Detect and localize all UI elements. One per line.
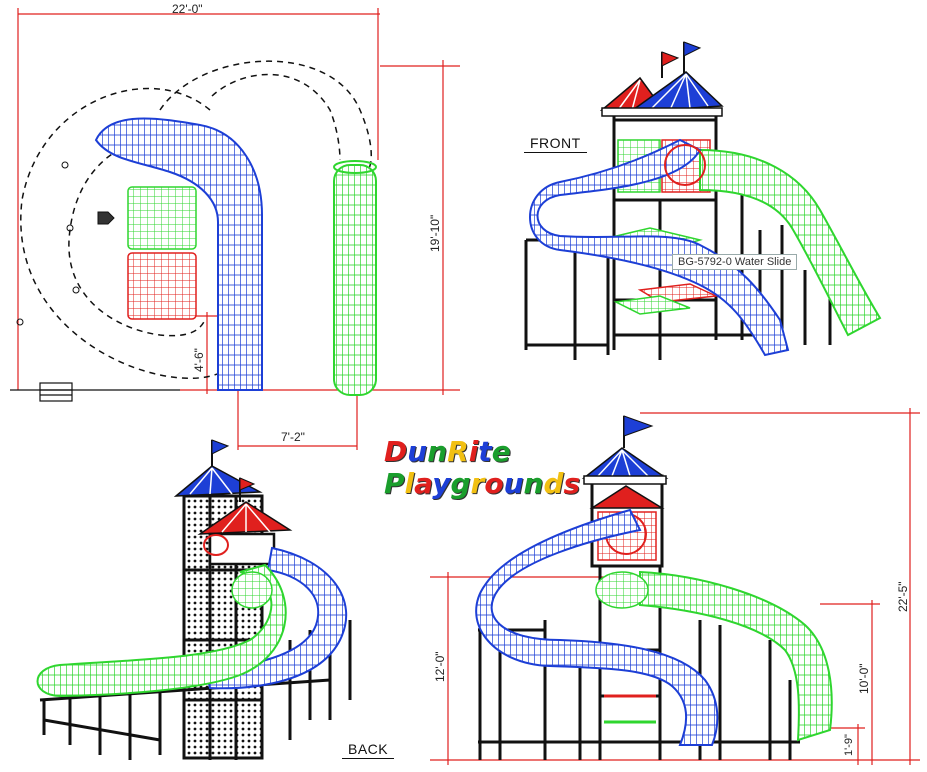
front-blue-slide xyxy=(529,138,790,357)
dunrite-logo: DunRite Playgrounds xyxy=(384,436,580,500)
logo-letter: l xyxy=(404,467,415,500)
side-dimension-lines xyxy=(430,408,920,765)
back-red-flag-icon xyxy=(239,477,256,491)
bench-symbol xyxy=(39,382,73,402)
logo-letter: R xyxy=(447,435,469,468)
arrow-icon xyxy=(97,211,115,225)
logo-letter: d xyxy=(543,467,564,500)
logo-letter: t xyxy=(478,435,492,468)
plan-view xyxy=(10,8,460,450)
back-blue-flag-icon xyxy=(211,439,230,455)
back-roof-red xyxy=(197,501,293,535)
back-view xyxy=(36,439,352,760)
back-blue-slide xyxy=(203,546,348,690)
side-roof-red xyxy=(589,485,665,509)
logo-letter: n xyxy=(427,435,448,468)
side-blue-flag-icon xyxy=(623,415,654,437)
dim-right-height: 19'-10" xyxy=(428,214,442,252)
logo-letter: o xyxy=(484,467,504,500)
logo-letter: s xyxy=(563,467,581,500)
logo-letter: r xyxy=(470,467,485,500)
back-green-slide xyxy=(36,563,287,698)
dim-deck-height: 12'-0" xyxy=(433,651,447,682)
dim-total-height: 22'-5" xyxy=(896,581,910,612)
back-view-label: BACK xyxy=(342,741,395,759)
logo-letter: D xyxy=(384,435,408,468)
blue-slide-plan xyxy=(94,117,263,391)
product-tooltip: BG-5792-0 Water Slide xyxy=(672,254,798,270)
zone-markers xyxy=(16,161,80,326)
green-slide-plan xyxy=(333,164,377,396)
logo-letter: e xyxy=(491,435,511,468)
red-flag-icon xyxy=(661,51,680,67)
dim-platform-height: 10'-0" xyxy=(857,663,871,694)
use-zone-dashed xyxy=(20,60,372,379)
logo-letter: g xyxy=(450,467,471,500)
logo-line-2: Playgrounds xyxy=(384,468,580,500)
logo-letter: u xyxy=(503,467,524,500)
logo-letter: n xyxy=(523,467,544,500)
dim-top-width: 22'-0" xyxy=(172,2,203,16)
logo-letter: i xyxy=(468,435,479,468)
side-view xyxy=(430,408,920,765)
dim-exit-height: 1'-9" xyxy=(843,734,855,756)
front-view-label: FRONT xyxy=(524,135,587,153)
blue-flag-icon xyxy=(683,41,702,57)
logo-letter: u xyxy=(407,435,428,468)
red-deck-panel xyxy=(127,252,197,320)
logo-letter: y xyxy=(432,467,451,500)
logo-letter: P xyxy=(384,467,405,500)
logo-line-1: DunRite xyxy=(384,436,580,468)
front-green-slide xyxy=(699,148,882,337)
side-green-slide xyxy=(639,570,833,742)
dim-bottom-width: 7'-2" xyxy=(281,430,305,444)
dim-left-small: 4'-6" xyxy=(192,348,206,372)
side-blue-slide xyxy=(475,508,719,746)
front-view xyxy=(524,41,882,360)
logo-letter: a xyxy=(414,467,433,500)
green-deck-panel xyxy=(127,186,197,250)
